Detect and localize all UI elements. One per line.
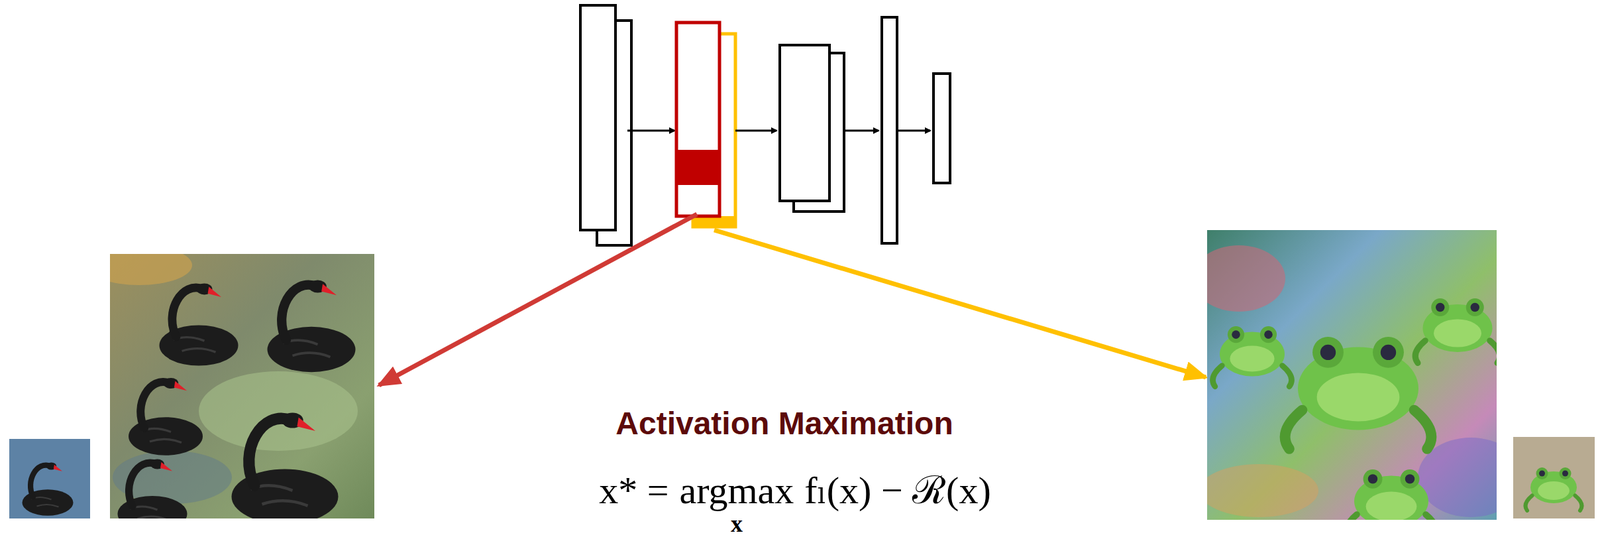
channel-arrow [714, 229, 1206, 377]
formula-rhs: fₗ(x) − ℛ(x) [804, 469, 991, 512]
operator-subscript: x [730, 511, 743, 536]
texture-patch [1207, 463, 1319, 517]
water-ground [109, 253, 375, 519]
swan [22, 462, 74, 516]
water-patch [198, 371, 358, 451]
frog [1213, 325, 1292, 387]
swan-photo [9, 438, 91, 519]
swan-visualization [109, 253, 375, 519]
frog [1285, 336, 1432, 449]
flow-arrow [735, 129, 777, 132]
flow-arrow [897, 129, 931, 132]
operator-column: argmaxx [679, 469, 794, 536]
swan [128, 377, 203, 456]
formula-lhs: x* = [598, 469, 669, 512]
layer-box [779, 45, 830, 201]
texture-patch [1207, 245, 1286, 312]
layer-box [933, 73, 951, 183]
swan [159, 283, 239, 366]
swan [267, 280, 356, 373]
formula: x* =argmaxxfₗ(x) − ℛ(x) [598, 469, 991, 536]
formula-operator: argmax [679, 469, 794, 512]
photo-ground [9, 438, 91, 519]
flow-arrow [844, 129, 879, 132]
neuron-arrow [378, 213, 697, 385]
neuron-fill [676, 149, 720, 185]
layer-box [580, 5, 616, 230]
frog [1346, 469, 1437, 520]
water-patch [109, 253, 193, 285]
frog [1415, 298, 1497, 364]
swan [117, 459, 188, 519]
title-block: Activation Maximation [615, 404, 953, 442]
photo-ground [1513, 436, 1595, 519]
frog-visualization [1207, 229, 1497, 520]
flow-arrow [627, 129, 675, 132]
title: Activation Maximation [615, 404, 953, 442]
frog-photo [1513, 436, 1595, 519]
frog [1525, 467, 1583, 511]
layer-box [881, 17, 898, 244]
swan [231, 412, 339, 519]
highlighted-layer [676, 22, 720, 216]
